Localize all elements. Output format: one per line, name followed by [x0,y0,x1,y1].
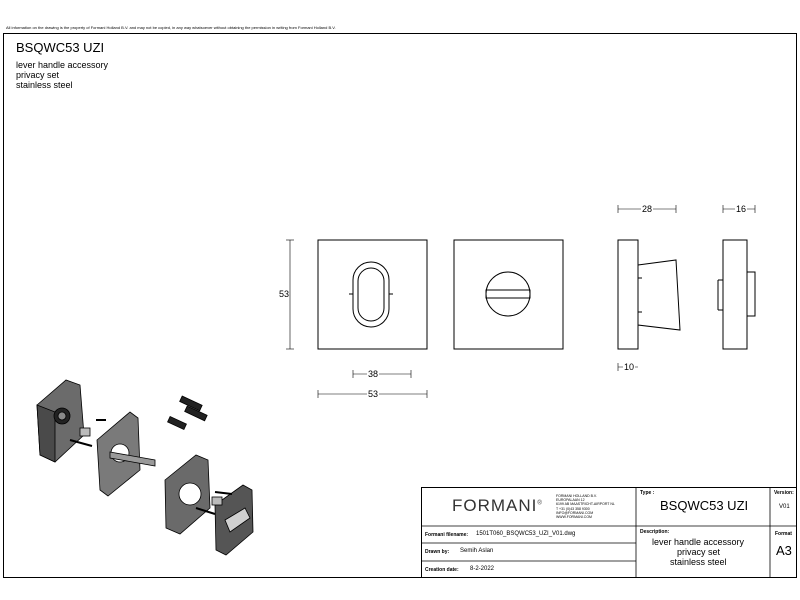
drawn-by-value: Semih Aslan [460,548,494,554]
dim-rear-depth: 16 [735,204,748,214]
creation-date-value: 8-2-2022 [470,566,495,572]
filename-value: 1501T060_BSQWC53_UZI_V01.dwg [476,531,576,537]
dim-plate-thickness: 10 [623,362,636,372]
turn-knob [485,271,531,317]
product-description-line-1: lever handle accessory [16,60,109,70]
side-view-knob [637,259,681,331]
rear-view-spindle [746,271,756,317]
dim-height: 53 [279,289,290,299]
product-code: BSQWC53 UZI [16,40,105,55]
description-label: Description: [640,529,670,535]
drawing-frame [3,33,797,578]
disclaimer-text: All information on the drawing is the pr… [6,25,336,30]
turn-rose-outline [453,239,564,350]
description-line-2: privacy set [677,547,721,557]
version-label: Version: [774,490,794,496]
rear-view-plate [722,239,748,350]
dim-side-depth: 28 [641,204,654,214]
title-block [421,487,797,578]
turn-slot [485,289,531,299]
creation-date-label: Creation date: [425,567,459,573]
formani-logo: FORMANI® [452,496,543,515]
dim-inner-width: 38 [367,369,380,379]
description-line-1: lever handle accessory [652,537,745,547]
format-value: A3 [776,543,792,558]
product-description-line-2: privacy set [16,70,60,80]
type-value: BSQWC53 UZI [660,498,749,513]
version-value: V01 [779,504,790,510]
oval-opening-inner [357,267,385,322]
description-line-3: stainless steel [670,557,727,567]
company-address: FORMANI HOLLAND B.V. EUROPALAAN 12 6199 … [556,494,615,520]
side-view-plate [617,239,639,350]
drawn-by-label: Drawn by: [425,549,450,555]
product-description-line-3: stainless steel [16,80,73,90]
type-label: Type : [640,490,655,496]
filename-label: Formani filename: [425,532,469,538]
front-rose-outline [317,239,428,350]
format-label: Format [775,531,792,537]
dim-outer-width: 53 [367,389,380,399]
